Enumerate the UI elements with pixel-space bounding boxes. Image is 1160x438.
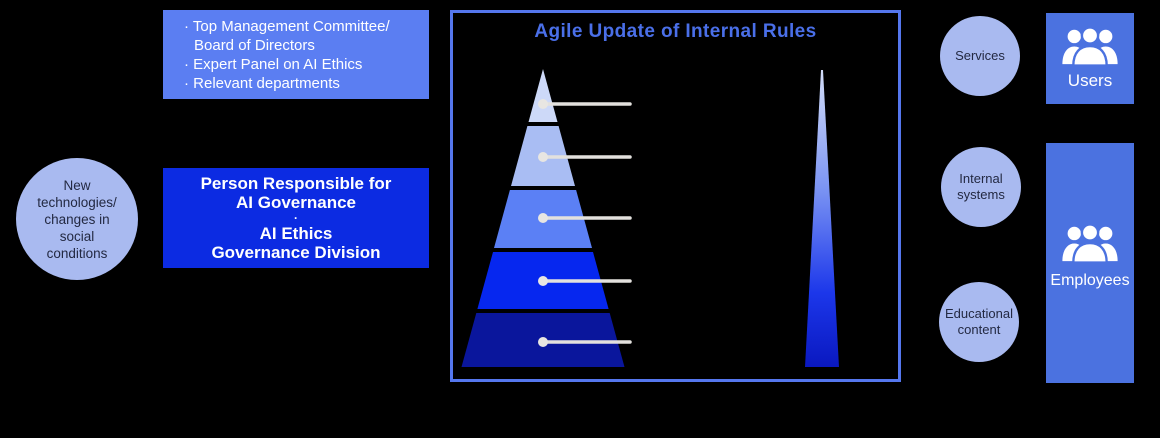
internal-systems-circle: Internal systems	[941, 147, 1021, 227]
employees-box: Employees	[1046, 143, 1134, 383]
gradient-spike	[805, 70, 839, 367]
leader-dots	[538, 99, 548, 347]
panel-title: Agile Update of Internal Rules	[534, 21, 817, 42]
governance-bodies-line: · Top Management Committee/	[184, 18, 390, 35]
leader-lines	[543, 102, 632, 344]
agile-update-panel: Agile Update of Internal Rules	[450, 10, 901, 382]
circle-line: changes in	[44, 211, 110, 227]
separator-dot: ·	[294, 210, 298, 225]
governance-bodies-line: · Expert Panel on AI Ethics	[184, 56, 363, 73]
governance-division-line: Governance Division	[211, 243, 381, 262]
users-box: Users	[1046, 13, 1134, 104]
circle-line: technologies/	[37, 194, 117, 210]
services-label: Services	[955, 48, 1005, 64]
governance-division-line: Person Responsible for	[200, 173, 392, 193]
users-label: Users	[1067, 71, 1113, 90]
rules-pyramid-graphic	[461, 69, 839, 367]
governance-bodies-box: · Top Management Committee/ Board of Dir…	[163, 10, 429, 99]
circle-line: Internal	[959, 171, 1003, 186]
circle-line: Educational	[945, 306, 1013, 321]
governance-division-line: AI Ethics	[259, 223, 333, 243]
circle-line: social	[59, 228, 95, 244]
users-group-icon	[1062, 26, 1118, 66]
circle-line: content	[957, 322, 1001, 337]
governance-division-box: Person Responsible for AI Governance · A…	[163, 168, 429, 268]
internal-systems-label: Internal systems	[957, 171, 1005, 203]
governance-bodies-line: Board of Directors	[194, 37, 315, 54]
governance-bodies-line: · Relevant departments	[184, 75, 340, 92]
circle-line: Services	[955, 48, 1005, 63]
circle-line: conditions	[46, 245, 108, 261]
new-technologies-label: New technologies/ changes in social cond…	[37, 177, 117, 262]
employees-group-icon	[1062, 223, 1118, 263]
educational-content-circle: Educational content	[939, 282, 1019, 362]
new-technologies-circle: New technologies/ changes in social cond…	[16, 158, 138, 280]
services-circle: Services	[940, 16, 1020, 96]
employees-label: Employees	[1050, 272, 1130, 289]
educational-content-label: Educational content	[945, 306, 1013, 338]
circle-line: systems	[957, 187, 1005, 202]
governance-division-line: AI Governance	[236, 193, 356, 212]
pyramid-layer-1	[528, 69, 558, 122]
circle-line: New	[63, 177, 91, 193]
